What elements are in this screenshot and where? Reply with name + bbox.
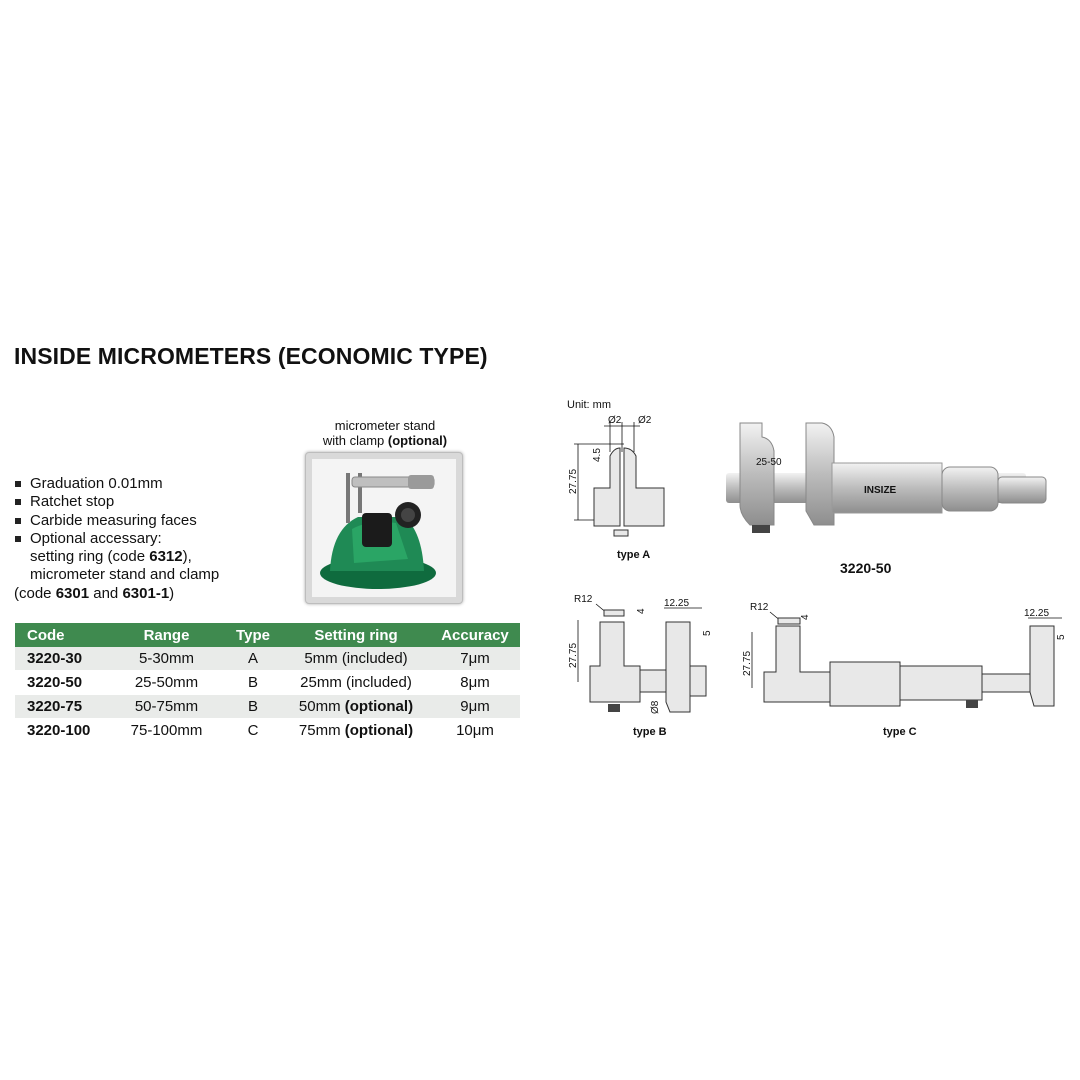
dim-27-75: 27.75 <box>568 469 579 494</box>
accessory-line: micrometer stand and clamp <box>30 566 220 584</box>
feature-item: Ratchet stop <box>14 493 219 511</box>
feature-list: Graduation 0.01mm Ratchet stop Carbide m… <box>14 475 219 603</box>
accessory-line: setting ring (code 6312), <box>30 548 192 566</box>
brand-mark: INSIZE <box>864 485 897 496</box>
feature-item: Optional accessary: <box>14 530 219 548</box>
stand-photo <box>305 452 463 604</box>
page-title: INSIDE MICROMETERS (ECONOMIC TYPE) <box>14 343 488 369</box>
dim-r12: R12 <box>750 602 769 613</box>
stand-caption: micrometer stand with clamp (optional) <box>322 418 448 448</box>
col-code: Code <box>15 623 109 647</box>
dim-4: 4 <box>800 614 811 620</box>
col-type: Type <box>224 623 282 647</box>
feature-item: Carbide measuring faces <box>14 512 219 530</box>
model-label: 3220-50 <box>840 560 892 576</box>
table-header-row: Code Range Type Setting ring Accuracy <box>15 623 520 647</box>
dim-d8: Ø8 <box>650 700 661 714</box>
spec-table: Code Range Type Setting ring Accuracy 32… <box>15 623 520 743</box>
dim-12-25: 12.25 <box>664 598 689 609</box>
dim-27-75: 27.75 <box>742 651 753 676</box>
type-b-label: type B <box>633 726 667 738</box>
col-setting-ring: Setting ring <box>282 623 430 647</box>
dim-12-25: 12.25 <box>1024 608 1049 619</box>
type-c-label: type C <box>883 726 917 738</box>
table-row: 3220-30 5-30mm A 5mm (included) 7μm <box>15 647 520 671</box>
dim-r12: R12 <box>574 594 593 605</box>
dim-5: 5 <box>702 630 713 636</box>
dim-27-75: 27.75 <box>568 643 579 668</box>
type-c-drawing: R12 4 12.25 5 27.75 <box>742 602 1067 708</box>
dim-d2-left: Ø2 <box>608 415 622 426</box>
type-b-drawing: R12 4 12.25 5 27.75 Ø8 <box>568 594 713 714</box>
col-range: Range <box>109 623 224 647</box>
type-a-label: type A <box>617 549 651 561</box>
scale-mark: 25-50 <box>756 457 782 468</box>
dim-d2-right: Ø2 <box>638 415 652 426</box>
micrometer-photo: INSIZE 25-50 <box>726 422 1047 533</box>
dim-5: 5 <box>1056 634 1067 640</box>
table-row: 3220-100 75-100mm C 75mm (optional) 10μm <box>15 718 520 743</box>
type-a-drawing: Ø2 Ø2 4.5 27.75 <box>568 415 665 537</box>
unit-label: Unit: mm <box>567 399 611 411</box>
micrometer-stand-illustration <box>312 459 456 597</box>
accessory-line: (code 6301 and 6301-1) <box>14 584 175 602</box>
col-accuracy: Accuracy <box>430 623 520 647</box>
dim-4-5: 4.5 <box>592 448 603 462</box>
dim-4: 4 <box>636 608 647 614</box>
table-row: 3220-50 25-50mm B 25mm (included) 8μm <box>15 670 520 695</box>
feature-item: Graduation 0.01mm <box>14 475 219 493</box>
table-row: 3220-75 50-75mm B 50mm (optional) 9μm <box>15 694 520 719</box>
